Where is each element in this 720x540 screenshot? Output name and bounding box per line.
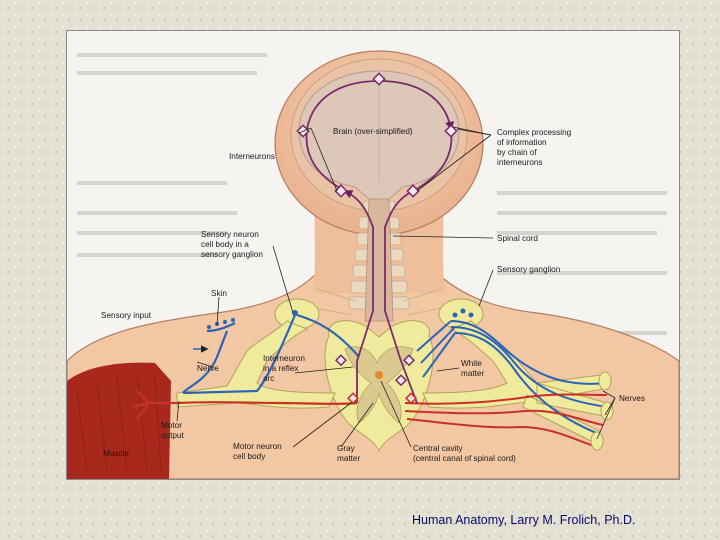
label-sensory-neuron-3: sensory ganglion bbox=[201, 250, 263, 259]
label-complex-4: interneurons bbox=[497, 158, 543, 167]
label-interneurons: Interneurons bbox=[229, 152, 275, 161]
label-motor-neuron-1: Motor neuron bbox=[233, 442, 282, 451]
label-brain: Brain (over-simplified) bbox=[333, 127, 413, 136]
label-muscle: Muscle bbox=[103, 449, 129, 458]
leader-lines bbox=[176, 126, 616, 448]
label-motor-neuron-2: cell body bbox=[233, 452, 266, 461]
label-complex-2: of information bbox=[497, 138, 547, 147]
label-white-matter-2: matter bbox=[461, 369, 484, 378]
sensory-pathway-right bbox=[416, 320, 608, 436]
motor-pathway-right bbox=[404, 393, 608, 448]
label-sensory-neuron-1: Sensory neuron bbox=[201, 230, 259, 239]
interneuron-cells bbox=[296, 72, 458, 387]
label-central-cavity-2: (central canal of spinal cord) bbox=[413, 454, 516, 463]
reflex-arc-diagram: Brain (over-simplified) Interneurons Com… bbox=[67, 50, 679, 479]
label-sensory-input: Sensory input bbox=[101, 311, 152, 320]
cord-cross-section bbox=[324, 320, 434, 453]
label-sensory-ganglion: Sensory ganglion bbox=[497, 265, 561, 274]
label-gray-matter-1: Gray bbox=[337, 444, 356, 453]
anatomy-figure: Brain (over-simplified) Interneurons Com… bbox=[66, 30, 680, 480]
label-complex-1: Complex processing bbox=[497, 128, 572, 137]
label-complex-3: by chain of bbox=[497, 148, 537, 157]
central-canal bbox=[375, 371, 383, 379]
label-interneuron-reflex-3: arc bbox=[263, 374, 274, 383]
label-nerve: Nerve bbox=[197, 364, 219, 373]
label-nerves: Nerves bbox=[619, 394, 645, 403]
nerve-right bbox=[422, 320, 604, 409]
label-interneuron-reflex-1: Interneuron bbox=[263, 354, 305, 363]
nerve-left bbox=[176, 320, 336, 409]
label-motor-output-1: Motor bbox=[161, 421, 182, 430]
credit-caption: Human Anatomy, Larry M. Frolich, Ph.D. bbox=[412, 513, 636, 527]
label-central-cavity-1: Central cavity bbox=[413, 444, 464, 453]
label-white-matter-1: White bbox=[461, 359, 482, 368]
motor-pathway-left bbox=[132, 390, 358, 420]
label-motor-output-2: output bbox=[161, 431, 184, 440]
label-gray-matter-2: matter bbox=[337, 454, 360, 463]
label-skin: Skin bbox=[211, 289, 227, 298]
sensory-pathway-left bbox=[182, 313, 360, 395]
label-sensory-neuron-2: cell body in a bbox=[201, 240, 249, 249]
motor-neuron-cells bbox=[346, 392, 418, 405]
label-interneuron-reflex-2: in a reflex bbox=[263, 364, 299, 373]
spinal-cord bbox=[364, 198, 394, 322]
label-spinal-cord: Spinal cord bbox=[497, 234, 538, 243]
